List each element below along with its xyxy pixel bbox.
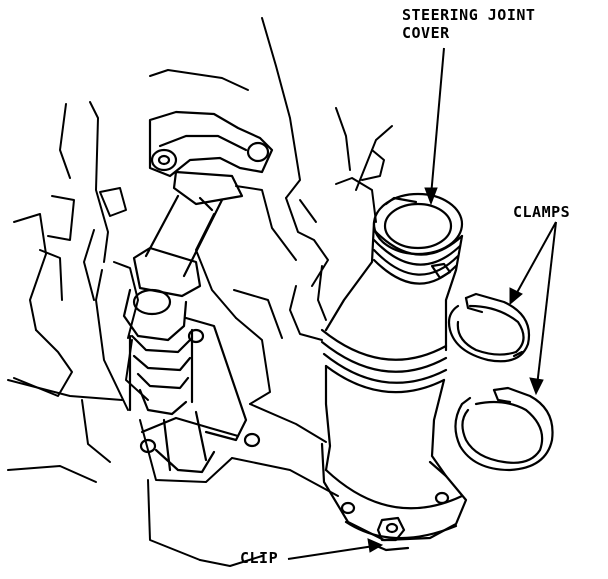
arrowhead-clip [367,538,384,553]
clamp-upper [447,292,531,363]
clamp-lower [454,386,554,472]
firewall-structure [7,17,393,567]
leader-clip [287,545,375,560]
clamps-label: CLAMPS [513,203,571,221]
steering-joint-cover-label-line2: COVER [402,24,450,42]
steering-joint-cover-label-line1: STEERING JOINT [402,6,536,24]
arrowhead-clamp-upper [509,287,523,306]
leader-steering-joint-cover [430,47,445,197]
arrowhead-clamp-lower [529,377,544,396]
leader-clamp-lower [536,221,557,387]
steering-shaft [122,110,274,474]
arrowhead-steering-joint-cover [424,187,438,206]
steering-joint-cover-label: STEERING JOINT COVER [402,6,535,42]
steering-joint-cover [320,192,468,552]
leader-clamp-upper [513,221,557,299]
leader-lines [287,47,557,560]
clip-label: CLIP [240,549,279,567]
